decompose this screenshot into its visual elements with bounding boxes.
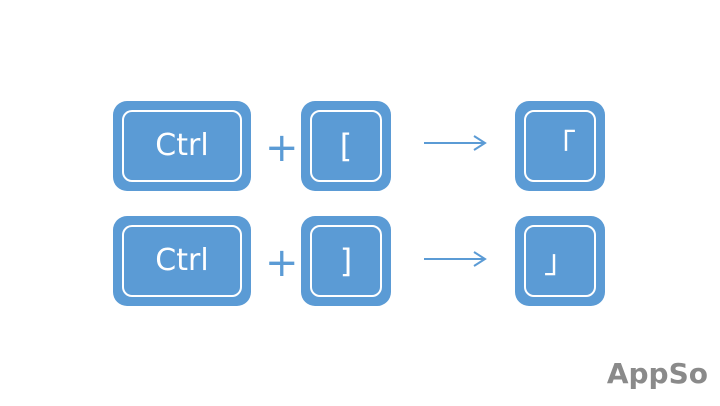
key-face: ] <box>310 225 382 297</box>
key-face: 」 <box>524 225 596 297</box>
arrow-right-icon <box>424 251 487 267</box>
close-bracket-key: ] <box>301 216 391 306</box>
open-bracket-key: [ <box>301 101 391 191</box>
result-key-row2: 」 <box>515 216 605 306</box>
key-face: [ <box>310 110 382 182</box>
plus-sign-row1: + <box>265 125 299 171</box>
left-corner-bracket-label: 「 <box>543 127 576 165</box>
open-bracket-label: [ <box>339 127 353 165</box>
appso-logo: AppSo <box>606 357 708 390</box>
close-bracket-label: ] <box>339 242 353 280</box>
result-key-row1: 「 <box>515 101 605 191</box>
arrow-right-icon <box>424 135 487 151</box>
key-face: Ctrl <box>122 110 242 182</box>
ctrl-key-label: Ctrl <box>155 128 209 163</box>
right-corner-bracket-label: 」 <box>543 242 576 280</box>
ctrl-key-label: Ctrl <box>155 243 209 278</box>
key-face: Ctrl <box>122 225 242 297</box>
key-face: 「 <box>524 110 596 182</box>
ctrl-key-row2: Ctrl <box>113 216 251 306</box>
plus-sign-row2: + <box>265 240 299 286</box>
ctrl-key-row1: Ctrl <box>113 101 251 191</box>
